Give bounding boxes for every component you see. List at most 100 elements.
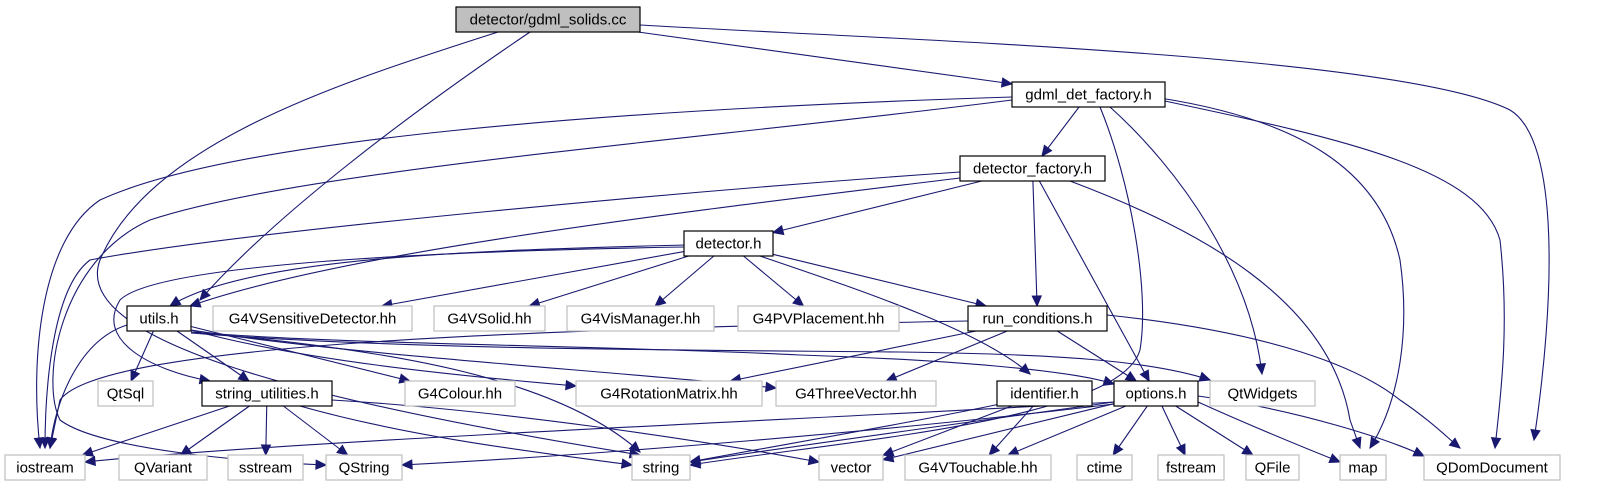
- node-QVariant-box: [118, 454, 208, 481]
- node-utils-box: [126, 305, 192, 332]
- edge-utils-to-QtWidgets-line: [190, 332, 1211, 381]
- edge-string_utilities-to-iostream: [81, 405, 230, 457]
- edge-gdml_det_factory-to-QString-arrowhead: [315, 459, 328, 470]
- edge-detector_factory-to-run_conditions-line: [1032, 180, 1038, 307]
- edge-detector-to-string_utilities-line: [113, 246, 685, 382]
- edge-utils-to-G4ThreeVector-arrowhead: [765, 381, 778, 393]
- edge-utils-to-G4RotationMatrix-arrowhead: [565, 379, 578, 391]
- node-QVariant: QVariant: [118, 454, 208, 481]
- edge-gdml_det_factory-to-QDomDocument: [1159, 99, 1505, 450]
- node-run_conditions[interactable]: run_conditions.h: [967, 305, 1108, 332]
- node-iostream-label: iostream: [16, 460, 74, 477]
- node-detector[interactable]: detector.h: [683, 230, 774, 257]
- edge-options-to-string-arrowhead: [688, 455, 702, 466]
- nodes-layer: detector/gdml_solids.cc gdml_det_factory.…: [4, 6, 1561, 481]
- edge-detector-to-G4VisManager-line: [654, 255, 715, 307]
- node-QDomDocument-box: [1423, 454, 1561, 481]
- node-string_utilities[interactable]: string_utilities.h: [201, 380, 333, 407]
- edge-string_utilities-to-string-line: [299, 405, 633, 466]
- node-QFile-label: QFile: [1255, 460, 1291, 477]
- node-map-box: [1339, 454, 1387, 481]
- edge-detector_factory-to-options-arrowhead: [1139, 369, 1150, 383]
- node-string-box: [631, 454, 691, 481]
- edge-detector_factory-to-detector: [771, 180, 982, 236]
- edge-options-to-QFile: [1175, 405, 1254, 456]
- edge-gdml_det_factory-to-QtWidgets-line: [1109, 106, 1263, 375]
- edge-detector-to-G4VSensitiveDetector-line: [381, 250, 685, 307]
- node-iostream-box: [4, 454, 86, 481]
- edge-utils-to-QtWidgets: [190, 332, 1212, 382]
- edge-utils-to-string_utilities: [176, 330, 251, 382]
- edge-options-to-QFile-line: [1175, 405, 1254, 456]
- edge-run_conditions-to-G4RotationMatrix-line: [730, 330, 977, 382]
- edge-detector_factory-to-iostream-line: [44, 171, 961, 449]
- node-options-box: [1113, 380, 1199, 407]
- node-QtWidgets-label: QtWidgets: [1227, 386, 1297, 403]
- edge-root-to-gdml_det_factory-line: [638, 31, 1013, 85]
- edge-detector-to-G4PVPlacement-line: [743, 255, 804, 307]
- edge-detector-to-identifier-line: [759, 255, 1031, 375]
- edge-root-to-utils-arrowhead: [199, 288, 211, 301]
- node-G4VTouchable: G4VTouchable.hh: [904, 454, 1052, 481]
- node-G4RotationMatrix-box: [575, 380, 763, 407]
- edge-detector_factory-to-detector-line: [772, 180, 982, 234]
- edge-options-to-QString-line: [401, 403, 1115, 466]
- node-QDomDocument: QDomDocument: [1423, 454, 1561, 481]
- node-G4VSolid-label: G4VSolid.hh: [447, 311, 531, 328]
- node-sstream-label: sstream: [239, 460, 292, 477]
- node-utils[interactable]: utils.h: [126, 305, 192, 332]
- node-G4RotationMatrix: G4RotationMatrix.hh: [575, 380, 763, 407]
- node-ctime-box: [1076, 454, 1133, 481]
- edge-string_utilities-to-QString: [283, 405, 349, 456]
- edge-string_utilities-to-QVariant: [179, 405, 250, 456]
- edge-utils-to-options: [190, 331, 1116, 386]
- node-string_utilities-box: [201, 380, 333, 407]
- node-QDomDocument-label: QDomDocument: [1436, 460, 1549, 477]
- edge-string_utilities-to-string-arrowhead: [620, 458, 634, 469]
- edge-utils-to-string-line: [190, 331, 641, 453]
- node-detector_factory[interactable]: detector_factory.h: [959, 155, 1106, 182]
- edge-run_conditions-to-options: [1056, 330, 1138, 382]
- edge-gdml_det_factory-to-string-line: [689, 106, 1144, 466]
- node-identifier[interactable]: identifier.h: [996, 380, 1093, 407]
- edge-string_utilities-to-vector: [331, 399, 821, 466]
- node-G4VSolid-box: [433, 305, 546, 332]
- node-root[interactable]: detector/gdml_solids.cc: [455, 6, 641, 33]
- edge-utils-to-options-arrowhead: [1102, 375, 1116, 386]
- edge-utils-to-options-line: [190, 331, 1115, 385]
- node-G4VTouchable-label: G4VTouchable.hh: [918, 460, 1037, 477]
- edge-run_conditions-to-QDomDocument: [1106, 314, 1461, 449]
- edge-gdml_det_factory-to-QtWidgets: [1109, 106, 1267, 376]
- edge-identifier-to-G4VTouchable-arrowhead: [988, 443, 1001, 456]
- edge-detector_factory-to-run_conditions-arrowhead: [1031, 295, 1043, 308]
- edge-options-to-iostream-arrowhead: [83, 455, 96, 467]
- edge-root-to-QDomDocument: [639, 24, 1550, 442]
- edge-utils-to-string_utilities-line: [176, 330, 250, 382]
- node-options[interactable]: options.h: [1113, 380, 1199, 407]
- edge-gdml_det_factory-to-QtWidgets-arrowhead: [1255, 362, 1267, 376]
- node-gdml_det_factory[interactable]: gdml_det_factory.h: [1011, 81, 1166, 108]
- node-gdml_det_factory-label: gdml_det_factory.h: [1025, 87, 1151, 104]
- edge-detector_factory-to-options: [1038, 180, 1150, 383]
- node-vector-box: [818, 454, 884, 481]
- edge-detector-to-G4VisManager-arrowhead: [654, 295, 667, 307]
- node-run_conditions-label: run_conditions.h: [982, 311, 1092, 328]
- edge-run_conditions-to-G4ThreeVector-arrowhead: [885, 372, 898, 382]
- edge-detector_factory-to-map: [1069, 180, 1362, 450]
- edge-options-to-iostream: [83, 401, 1115, 467]
- edge-run_conditions-to-G4ThreeVector-line: [886, 330, 1008, 382]
- edge-detector_factory-to-detector-arrowhead: [771, 224, 785, 236]
- node-G4ThreeVector-box: [775, 380, 937, 407]
- edge-string_utilities-to-iostream-arrowhead: [81, 446, 95, 457]
- node-QVariant-label: QVariant: [134, 460, 193, 477]
- node-detector-box: [683, 230, 774, 257]
- edge-root-to-utils-line: [199, 31, 531, 301]
- node-G4ThreeVector-label: G4ThreeVector.hh: [795, 386, 917, 403]
- node-sstream: sstream: [227, 454, 304, 481]
- node-G4VSensitiveDetector-box: [212, 305, 413, 332]
- edge-utils-to-QtSql: [130, 330, 154, 383]
- edge-utils-to-G4RotationMatrix-line: [190, 329, 577, 387]
- node-options-label: options.h: [1126, 386, 1187, 403]
- edge-detector_factory-to-utils-arrowhead: [188, 297, 202, 308]
- edge-string_utilities-to-QString-arrowhead: [336, 444, 349, 456]
